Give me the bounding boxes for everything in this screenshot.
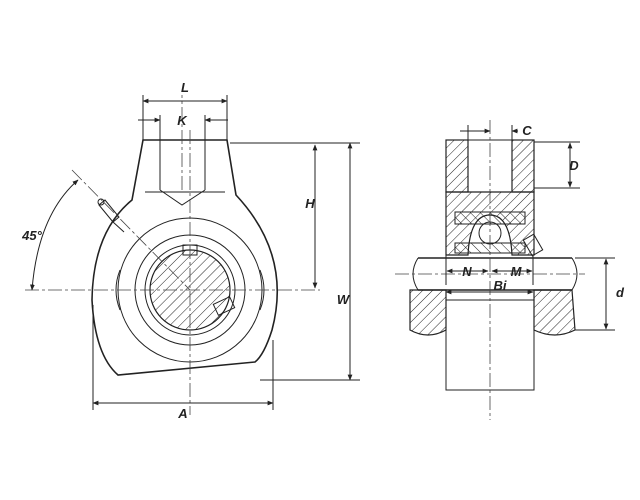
label-d: d bbox=[616, 285, 625, 300]
label-C: C bbox=[522, 123, 532, 138]
label-W: W bbox=[337, 292, 351, 307]
label-N: N bbox=[462, 264, 472, 279]
side-dimensions bbox=[445, 125, 615, 331]
front-dimensions bbox=[30, 95, 360, 410]
label-L: L bbox=[181, 80, 189, 95]
label-Bi: Bi bbox=[494, 278, 507, 293]
label-angle: 45° bbox=[21, 228, 42, 243]
label-K: K bbox=[177, 113, 188, 128]
grease-fitting bbox=[97, 198, 125, 233]
label-M: M bbox=[511, 264, 523, 279]
front-view bbox=[25, 95, 320, 415]
side-view bbox=[395, 120, 585, 420]
housing-outline bbox=[91, 139, 278, 376]
label-A: A bbox=[177, 406, 187, 421]
label-H: H bbox=[305, 196, 315, 211]
label-D: D bbox=[569, 158, 579, 173]
